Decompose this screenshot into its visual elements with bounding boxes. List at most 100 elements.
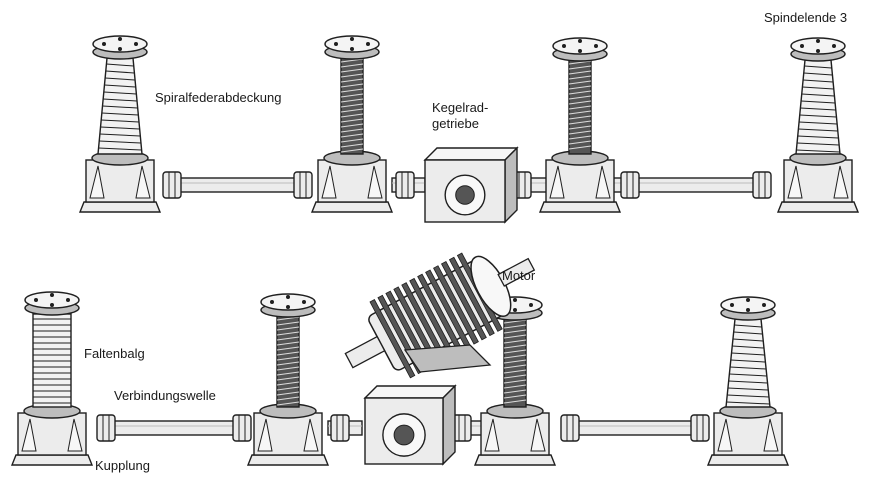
jack-base-plate <box>473 454 557 466</box>
flange-bolt <box>66 298 70 302</box>
jack-rib <box>67 418 83 452</box>
couplings <box>96 171 772 442</box>
thread-line <box>340 78 364 83</box>
thread-line <box>503 359 527 364</box>
coupling <box>293 171 313 199</box>
screw-jack <box>78 35 162 213</box>
flange-bolt <box>34 298 38 302</box>
coupling <box>620 171 640 199</box>
thread-line <box>503 354 527 359</box>
spiral-wind <box>103 91 137 95</box>
thread-line <box>276 351 300 356</box>
thread-line <box>568 135 592 140</box>
thread-line <box>568 110 592 115</box>
thread-line <box>276 391 300 396</box>
flange-bolt <box>832 44 836 48</box>
flange-bolt <box>746 298 750 302</box>
thread-line <box>340 103 364 108</box>
flange-bolt <box>578 39 582 43</box>
flange-bolt <box>816 39 820 43</box>
thread-line <box>568 105 592 110</box>
flange-bolt <box>513 308 517 312</box>
jack-rib <box>367 165 383 199</box>
thread-line <box>568 60 592 65</box>
flange-bolt <box>50 303 54 307</box>
flange-bolt <box>529 303 533 307</box>
jack-rib <box>484 418 500 452</box>
connecting-shaft-label: Verbindungswelle <box>114 388 216 403</box>
spiral-wind <box>101 119 139 123</box>
shaft <box>107 420 241 436</box>
thread-line <box>276 381 300 386</box>
gearbox-shaft-end <box>393 424 415 446</box>
thread-line <box>340 98 364 103</box>
thread-line <box>276 336 300 341</box>
flange-bolt <box>102 42 106 46</box>
thread-line <box>503 344 527 349</box>
flange-bolt <box>730 303 734 307</box>
coupling-label: Kupplung <box>95 458 150 473</box>
spiral-wind <box>796 149 840 153</box>
flange-bolt <box>118 47 122 51</box>
thread-line <box>276 361 300 366</box>
spiral-wind <box>104 84 136 88</box>
thread-line <box>503 334 527 339</box>
thread-line <box>503 399 527 404</box>
flange-top <box>720 296 776 314</box>
thread-line <box>568 95 592 100</box>
spiral-wind <box>798 128 838 132</box>
thread-line <box>276 326 300 331</box>
flange-bolt <box>134 42 138 46</box>
thread-line <box>503 319 527 324</box>
flange-bolt <box>762 303 766 307</box>
spiral-wind <box>730 366 766 370</box>
spiral-wind <box>733 331 763 335</box>
coupling-body <box>162 171 182 199</box>
spiral-wind <box>105 77 135 81</box>
thread-line <box>276 331 300 336</box>
thread-line <box>503 374 527 379</box>
jack-rib <box>135 165 151 199</box>
thread-line <box>568 90 592 95</box>
cooling-fin <box>448 256 495 337</box>
gearbox <box>363 384 457 466</box>
spiral-wind <box>800 107 836 111</box>
coupling <box>395 171 415 199</box>
flange-bolt <box>366 42 370 46</box>
cooling-fin <box>369 299 416 379</box>
thread-line <box>503 364 527 369</box>
jack-rib <box>717 418 733 452</box>
flange-top <box>324 35 380 53</box>
thread-line <box>340 148 364 153</box>
coupling <box>690 414 710 442</box>
screw-jack <box>310 35 394 213</box>
thread-line <box>340 123 364 128</box>
flange-bolt <box>286 295 290 299</box>
thread-line <box>340 93 364 98</box>
thread-line <box>340 138 364 143</box>
flange-bolt <box>270 300 274 304</box>
thread-line <box>568 115 592 120</box>
screw-jack <box>246 293 330 466</box>
jack-base-plate <box>538 201 622 213</box>
bevel-gear-label-line1: Kegelrad- <box>432 100 489 115</box>
jack-rib <box>321 165 337 199</box>
coupling-body <box>232 414 252 442</box>
gearbox <box>423 146 519 224</box>
thread-line <box>503 324 527 329</box>
flange-bolt <box>578 49 582 53</box>
jack-base-plate <box>78 201 162 213</box>
thread-line <box>276 376 300 381</box>
thread-line <box>568 70 592 75</box>
spiral-wind <box>734 324 762 328</box>
spiral-wind <box>730 359 766 363</box>
thread-line <box>276 371 300 376</box>
spiral-wind <box>102 105 138 109</box>
flange-bolt <box>334 42 338 46</box>
jack-base-plate <box>776 201 860 213</box>
coupling <box>162 171 182 199</box>
thread-line <box>276 321 300 326</box>
thread-line <box>568 120 592 125</box>
flange-bolt <box>800 44 804 48</box>
